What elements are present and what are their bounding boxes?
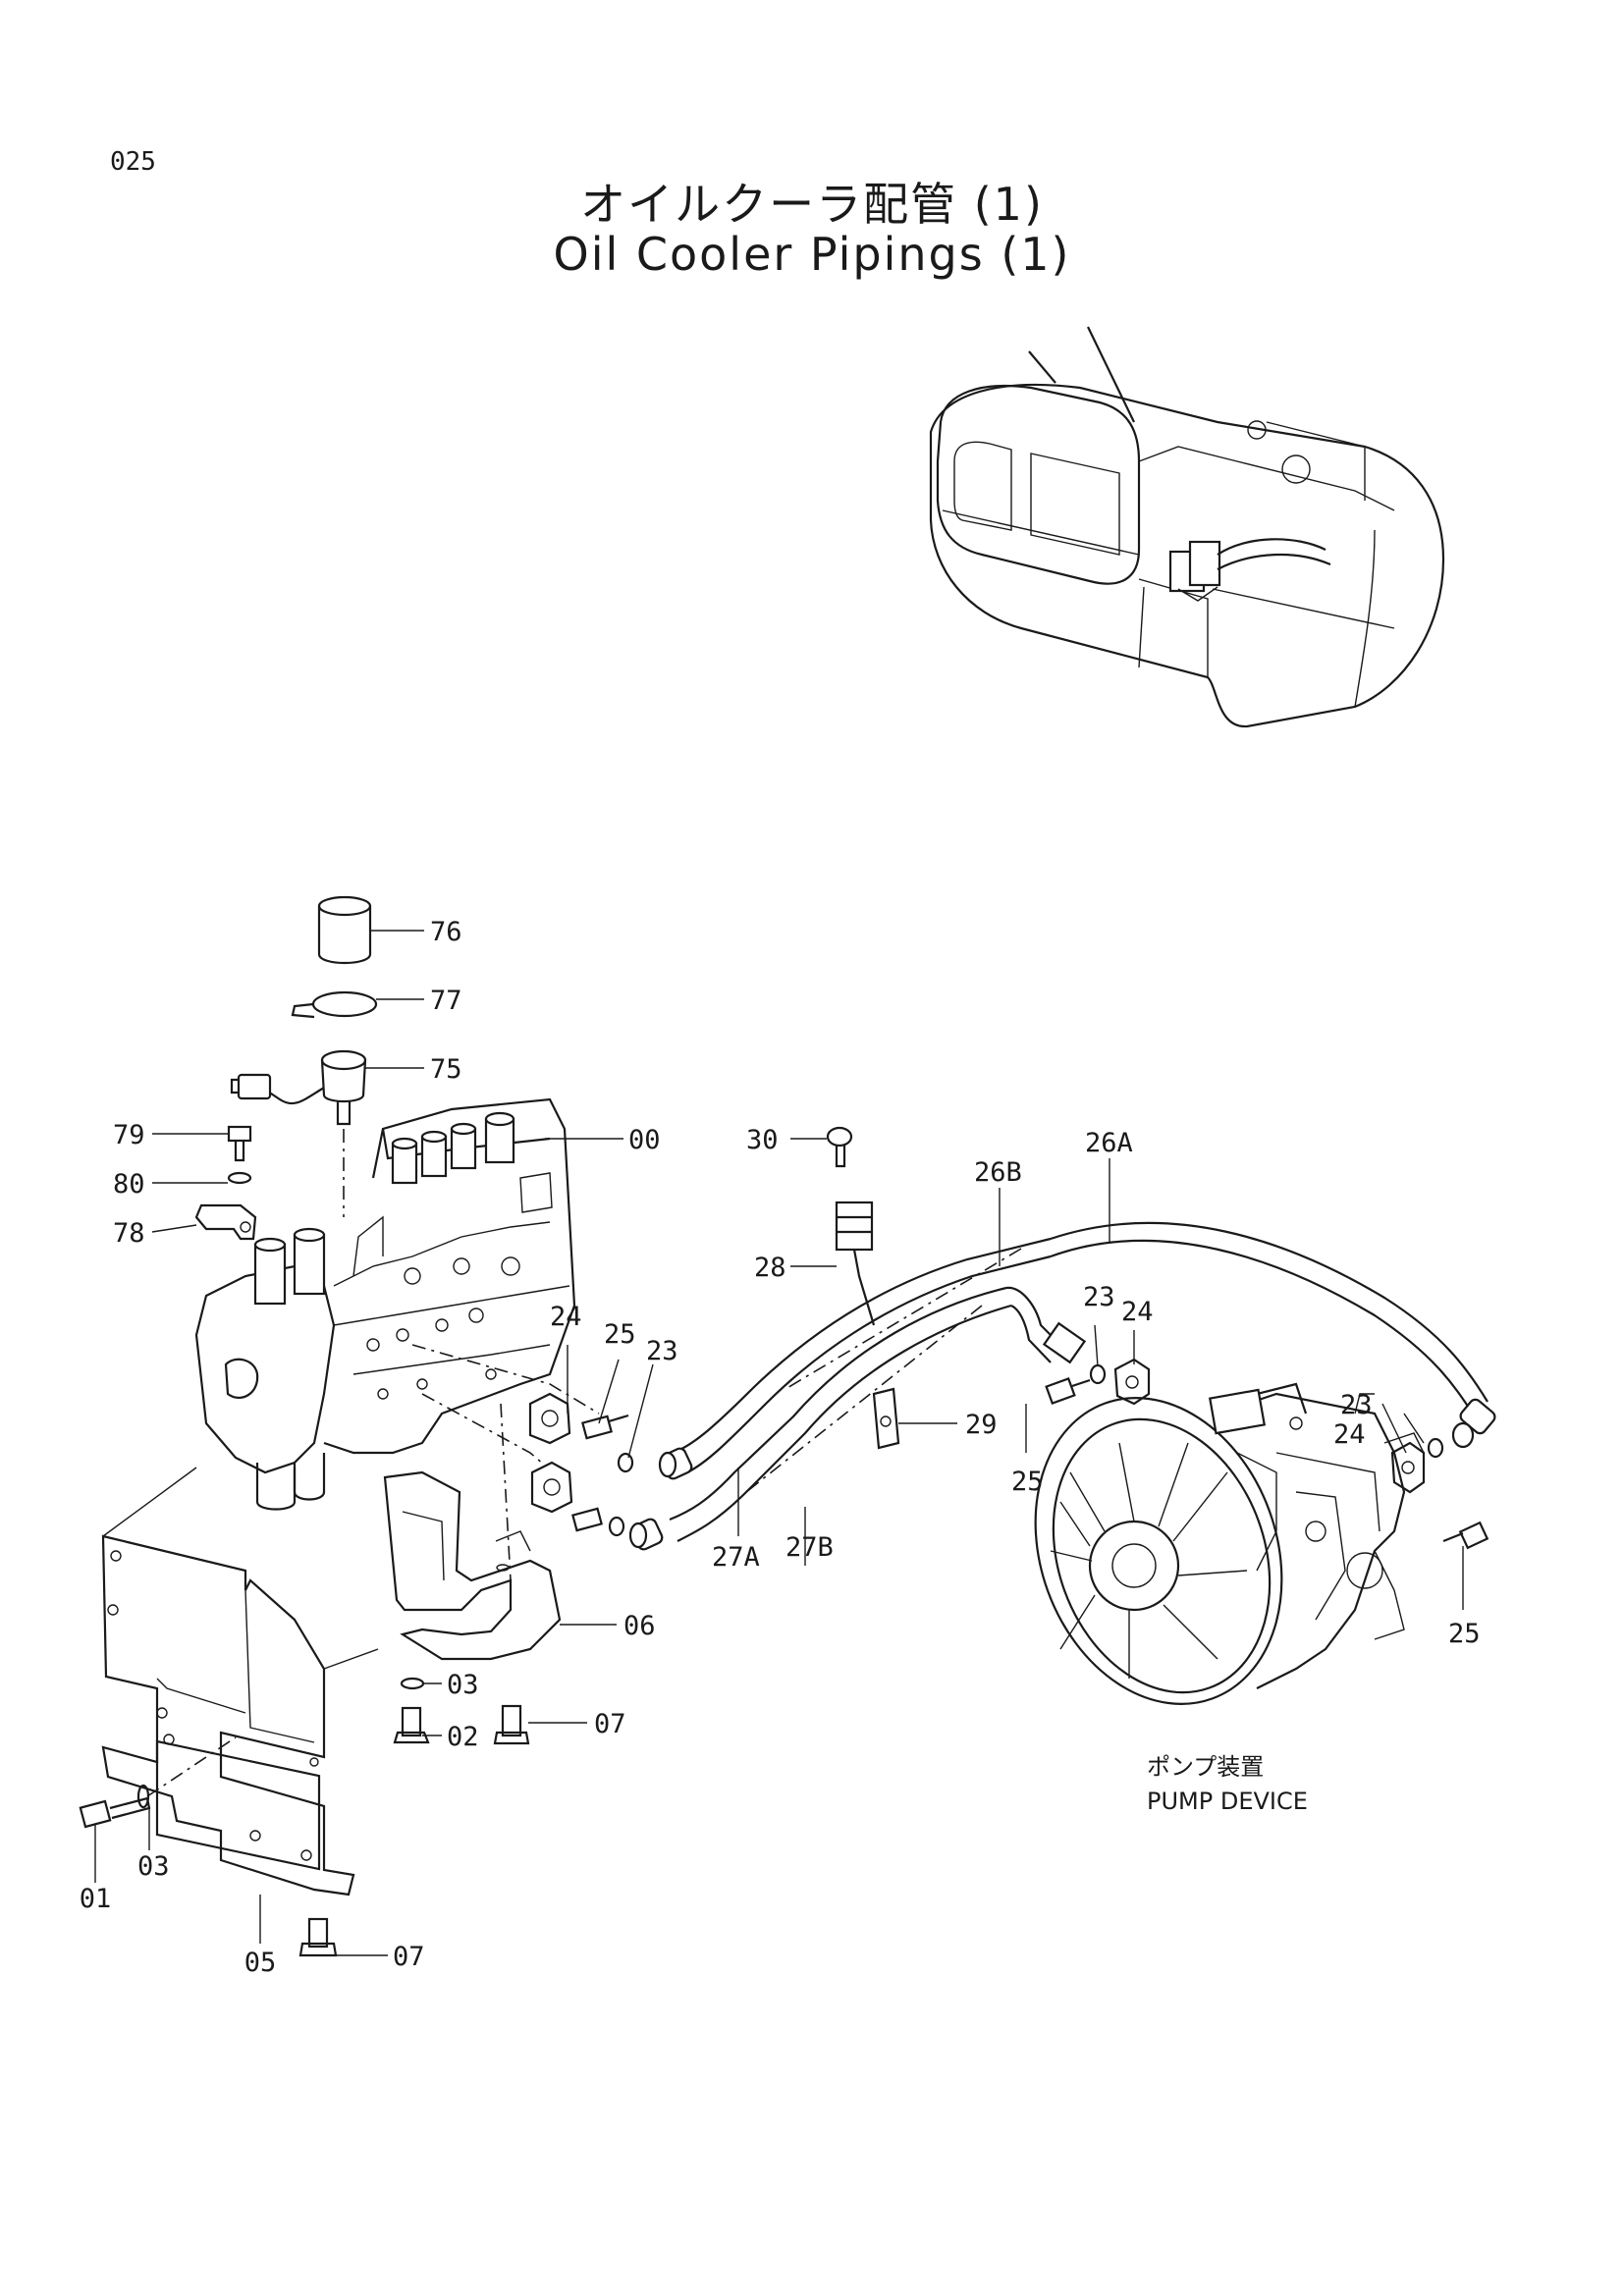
callout-numbers: 76 77 75 00 79 80 78 30 28 29 26B 26A 24… [80, 917, 1481, 1978]
pump-device [1034, 1382, 1425, 1705]
callout-26b: 26B [974, 1157, 1022, 1188]
callout-28: 28 [754, 1253, 786, 1283]
part-79-bolt[interactable] [227, 1125, 252, 1162]
pump-port-fittings[interactable] [1045, 1358, 1489, 1550]
part-77-clamp[interactable] [291, 990, 378, 1019]
callout-80: 80 [113, 1169, 145, 1200]
overview-valve-detail [1168, 538, 1331, 602]
part-29-clamp[interactable] [872, 1387, 900, 1450]
callout-06: 06 [623, 1611, 656, 1641]
callout-26a: 26A [1085, 1128, 1133, 1158]
page-title-japanese: オイルクーラ配管 (1) [580, 178, 1044, 231]
part-00-control-valve[interactable] [194, 1097, 576, 1511]
callout-77: 77 [430, 986, 462, 1016]
part-75-sensor[interactable] [230, 1049, 367, 1126]
callout-07-bracket: 07 [594, 1709, 626, 1739]
bracket-fasteners[interactable] [393, 1677, 530, 1745]
callout-27a: 27A [712, 1542, 760, 1573]
callout-29: 29 [965, 1410, 998, 1440]
callout-27b: 27B [785, 1532, 834, 1563]
callout-02: 02 [447, 1722, 479, 1752]
callout-00: 00 [628, 1125, 661, 1155]
part-78-bracket[interactable] [194, 1203, 257, 1241]
callout-24-pump-right: 24 [1333, 1419, 1366, 1450]
callout-78: 78 [113, 1218, 145, 1249]
plate-fasteners[interactable] [79, 1784, 338, 1957]
valve-port-fittings[interactable] [528, 1392, 634, 1537]
excavator-overview-illustration [929, 326, 1445, 728]
oil-cooler-hoses[interactable] [628, 1221, 1497, 1551]
callout-30: 30 [746, 1125, 779, 1155]
part-80-washer[interactable] [227, 1171, 252, 1185]
callout-23-pump-right: 23 [1340, 1390, 1373, 1420]
callout-23-valve: 23 [646, 1336, 678, 1366]
part-05-mounting-plate[interactable] [101, 1534, 355, 1896]
part-28-hose-clamp[interactable] [835, 1201, 876, 1326]
callout-79: 79 [113, 1120, 145, 1150]
pump-device-label-japanese: ポンプ装置 [1147, 1753, 1264, 1781]
part-76-filter-cap[interactable] [317, 895, 372, 964]
callout-76: 76 [430, 917, 462, 947]
callout-leaders [94, 930, 1464, 1956]
callout-24-valve: 24 [550, 1302, 582, 1332]
part-06-support-bracket[interactable] [383, 1470, 562, 1661]
callout-23-pump: 23 [1083, 1282, 1115, 1312]
callout-25-valve: 25 [604, 1319, 636, 1350]
callout-03-bracket: 03 [447, 1670, 479, 1700]
callout-25-pump: 25 [1011, 1467, 1044, 1497]
callout-03-plate: 03 [137, 1851, 170, 1882]
oil-cooler-sensor-stack [194, 895, 378, 1241]
callout-07-plate: 07 [393, 1942, 425, 1972]
callout-25-pump-right: 25 [1448, 1619, 1481, 1649]
callout-75: 75 [430, 1054, 462, 1085]
callout-05: 05 [244, 1948, 277, 1978]
page-number: 025 [110, 147, 156, 177]
part-30-bolt[interactable] [826, 1126, 853, 1168]
callout-01: 01 [80, 1884, 112, 1914]
page-title-english: Oil Cooler Pipings (1) [553, 228, 1071, 281]
callout-24-pump: 24 [1121, 1297, 1154, 1327]
pump-device-label-english: PUMP DEVICE [1147, 1788, 1308, 1815]
